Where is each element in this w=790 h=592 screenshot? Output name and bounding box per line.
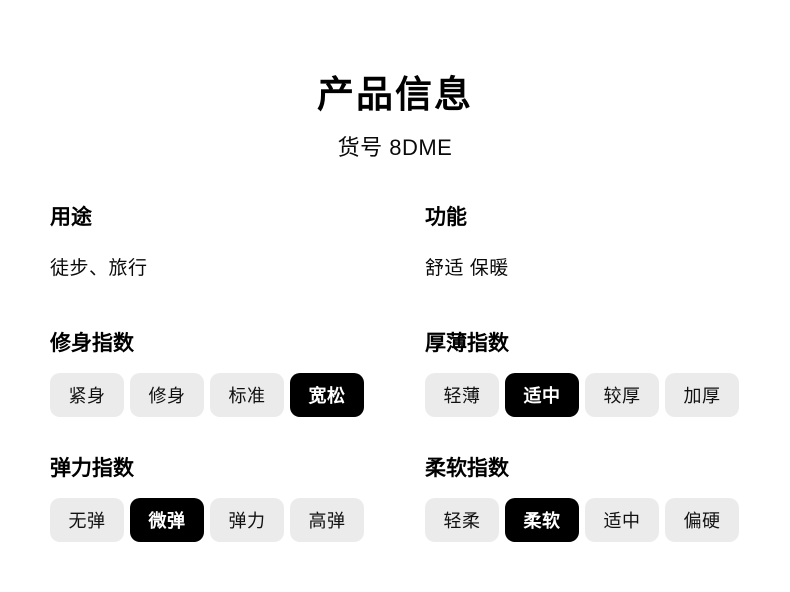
fit-option-loose[interactable]: 宽松 (290, 372, 364, 417)
function-heading: 功能 (425, 205, 467, 229)
elasticity-index-cell: 弹力指数 无弹 微弹 弹力 高弹 (50, 457, 425, 582)
fit-index-cell: 修身指数 紧身 修身 标准 宽松 (50, 332, 425, 457)
function-section: 功能 舒适 保暖 (425, 206, 740, 332)
usage-value: 徒步、旅行 (50, 257, 148, 279)
fit-option-tight[interactable]: 紧身 (50, 372, 124, 417)
usage-section: 用途 徒步、旅行 (50, 206, 425, 332)
softness-option-gentle[interactable]: 轻柔 (425, 497, 499, 542)
softness-option-medium[interactable]: 适中 (585, 497, 659, 542)
softness-index-cell: 柔软指数 轻柔 柔软 适中 偏硬 (425, 457, 740, 582)
elasticity-option-slight[interactable]: 微弹 (130, 497, 204, 542)
function-value: 舒适 保暖 (425, 257, 509, 279)
thickness-index-section: 厚薄指数 轻薄 适中 较厚 加厚 (425, 332, 740, 457)
thickness-option-thin[interactable]: 轻薄 (425, 372, 499, 417)
thickness-index-heading: 厚薄指数 (425, 331, 509, 355)
page-title: 产品信息 (317, 74, 473, 115)
item-number: 货号 8DME (337, 134, 453, 160)
fit-index-section: 修身指数 紧身 修身 标准 宽松 (50, 332, 425, 457)
elasticity-index-options: 无弹 微弹 弹力 高弹 (50, 497, 425, 542)
softness-index-options: 轻柔 柔软 适中 偏硬 (425, 497, 740, 542)
function-cell: 功能 舒适 保暖 (425, 206, 740, 332)
header: 产品信息 货号 8DME (0, 0, 790, 162)
softness-index-section: 柔软指数 轻柔 柔软 适中 偏硬 (425, 457, 740, 582)
thickness-option-thick[interactable]: 加厚 (665, 372, 739, 417)
elasticity-option-high[interactable]: 高弹 (290, 497, 364, 542)
fit-option-slim[interactable]: 修身 (130, 372, 204, 417)
fit-option-standard[interactable]: 标准 (210, 372, 284, 417)
softness-option-soft[interactable]: 柔软 (505, 497, 579, 542)
content-grid: 用途 徒步、旅行 功能 舒适 保暖 修身指数 紧身 修身 标准 宽松 (0, 206, 790, 582)
softness-index-heading: 柔软指数 (425, 456, 509, 480)
fit-index-heading: 修身指数 (50, 331, 134, 355)
elasticity-option-none[interactable]: 无弹 (50, 497, 124, 542)
fit-index-options: 紧身 修身 标准 宽松 (50, 372, 425, 417)
elasticity-index-section: 弹力指数 无弹 微弹 弹力 高弹 (50, 457, 425, 582)
thickness-option-thicker[interactable]: 较厚 (585, 372, 659, 417)
softness-option-hard[interactable]: 偏硬 (665, 497, 739, 542)
thickness-index-cell: 厚薄指数 轻薄 适中 较厚 加厚 (425, 332, 740, 457)
usage-heading: 用途 (50, 205, 92, 229)
elasticity-index-heading: 弹力指数 (50, 456, 134, 480)
thickness-index-options: 轻薄 适中 较厚 加厚 (425, 372, 740, 417)
usage-cell: 用途 徒步、旅行 (50, 206, 425, 332)
elasticity-option-elastic[interactable]: 弹力 (210, 497, 284, 542)
thickness-option-medium[interactable]: 适中 (505, 372, 579, 417)
